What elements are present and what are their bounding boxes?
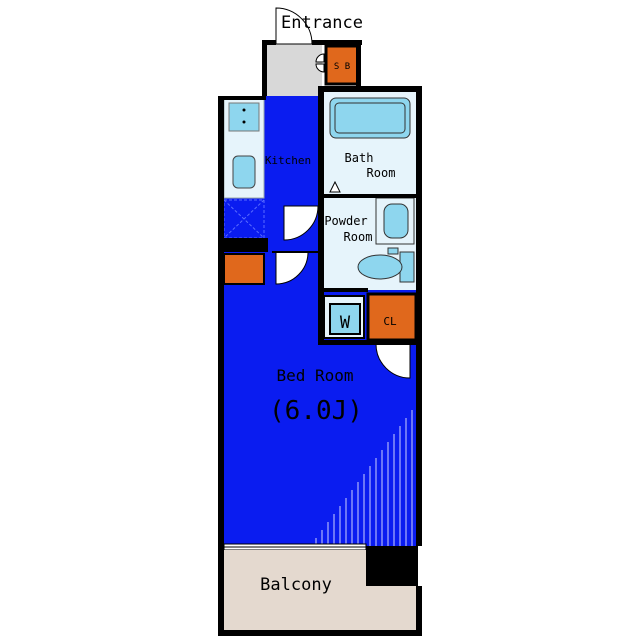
powder-label-line2: Room	[344, 230, 373, 244]
closet: CL	[366, 292, 418, 379]
toilet-icon	[357, 247, 415, 283]
wall-segment	[222, 238, 268, 252]
closet-label: CL	[383, 315, 397, 328]
washer-space: W	[323, 295, 365, 339]
powder-label-line1: Powder	[324, 214, 367, 228]
powder-room: Powder Room	[322, 196, 416, 290]
closet-door-swing	[375, 343, 411, 379]
balcony-label: Balcony	[260, 575, 332, 595]
bath-room: Bath Room	[322, 90, 416, 196]
burner-icon	[242, 120, 246, 124]
bedroom-door-swing	[275, 251, 309, 285]
balcony-window	[223, 543, 367, 551]
bed-room-label: Bed Room	[276, 366, 353, 385]
entrance-label: Entrance	[281, 13, 363, 33]
washbasin	[383, 203, 409, 239]
sunlight-hatch	[315, 410, 413, 546]
entrance-area	[262, 7, 362, 98]
kitchen: Kitchen	[223, 97, 311, 239]
shoe-box: S B	[315, 44, 360, 86]
entrance-door-swing	[275, 7, 313, 45]
walls	[218, 42, 422, 636]
washer-label: W	[340, 313, 351, 333]
bed-room-size: (6.0J)	[269, 396, 363, 426]
kitchen-door-swing	[283, 205, 319, 241]
bath-label-line1: Bath	[345, 151, 374, 165]
kitchen-label: Kitchen	[265, 154, 311, 167]
bath-label-line2: Room	[367, 166, 396, 180]
storage-cabinet	[223, 253, 265, 285]
sink	[232, 155, 256, 189]
stove	[228, 102, 260, 132]
burner-icon	[242, 108, 246, 112]
shoe-box-label: S B	[334, 62, 350, 72]
balcony: Balcony	[224, 550, 416, 630]
